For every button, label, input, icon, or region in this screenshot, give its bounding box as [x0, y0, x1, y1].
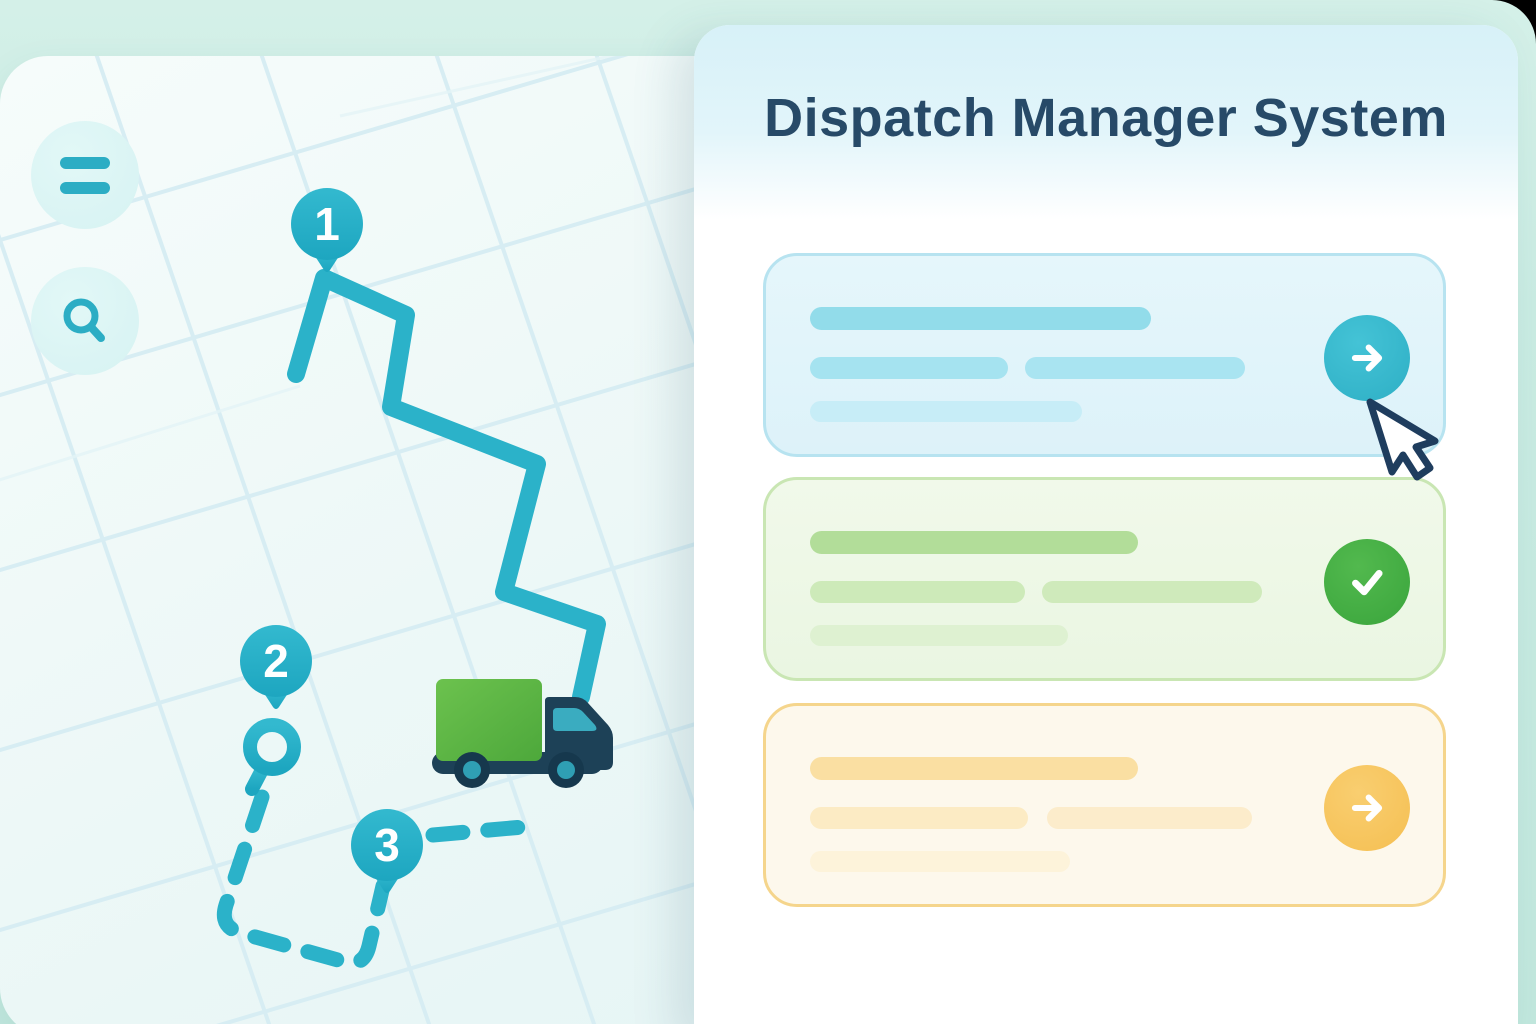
hamburger-menu-icon [60, 156, 110, 194]
dispatch-card-1[interactable] [763, 253, 1446, 457]
dispatch-card-2[interactable] [763, 477, 1446, 681]
skeleton-line [810, 357, 1008, 379]
route-line-solid [287, 269, 606, 706]
skeleton-line [810, 807, 1028, 829]
skeleton-line [810, 531, 1138, 554]
skeleton-line [810, 581, 1025, 603]
arrow-right-icon [1351, 344, 1383, 372]
skeleton-line [810, 851, 1070, 872]
map-marker-1[interactable]: 1 [291, 188, 363, 272]
marker-2-label: 2 [263, 635, 289, 687]
skeleton-line [810, 757, 1138, 780]
menu-button[interactable] [31, 121, 139, 229]
route-line-dashed [216, 789, 531, 971]
open-dispatch-1-button[interactable] [1324, 315, 1410, 401]
map-street-grid-light [0, 56, 617, 482]
delivery-truck-icon [432, 679, 613, 788]
skeleton-line [810, 625, 1068, 646]
skeleton-line [1047, 807, 1252, 829]
checkmark-icon [1352, 569, 1383, 596]
map-marker-2[interactable]: 2 [240, 625, 312, 709]
arrow-right-icon [1351, 794, 1383, 822]
skeleton-line [810, 307, 1151, 330]
map-marker-3[interactable]: 3 [351, 809, 423, 893]
marker-3-label: 3 [374, 819, 400, 871]
page-title: Dispatch Manager System [764, 88, 1448, 148]
skeleton-line [1042, 581, 1262, 603]
panel-header [694, 25, 1518, 220]
dispatch-2-done-button[interactable] [1324, 539, 1410, 625]
stop-pin-icon [243, 718, 301, 796]
dispatch-card-3[interactable] [763, 703, 1446, 907]
search-button[interactable] [31, 267, 139, 375]
skeleton-line [1025, 357, 1245, 379]
open-dispatch-3-button[interactable] [1324, 765, 1410, 851]
skeleton-line [810, 401, 1082, 422]
dispatch-panel: Dispatch Manager System [694, 25, 1518, 1024]
map-view: 1 2 3 [0, 56, 780, 1024]
magnifier-icon [63, 298, 105, 342]
marker-1-label: 1 [314, 198, 340, 250]
map-canvas: 1 2 3 [0, 56, 780, 1024]
